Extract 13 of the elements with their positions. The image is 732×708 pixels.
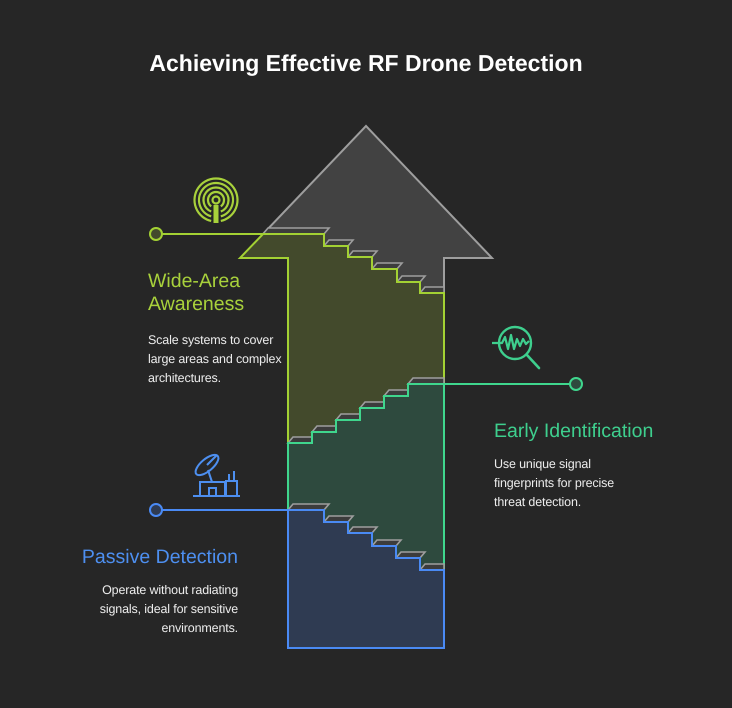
callout-heading: Passive Detection <box>80 546 238 569</box>
callout-description: Operate without radiating signals, ideal for sensitive environments. <box>98 582 238 637</box>
leader-line <box>149 503 288 517</box>
leader-line <box>444 377 583 391</box>
callout-description: Scale systems to cover large areas and complex architectures. <box>148 332 282 387</box>
callout-heading: Early Identification <box>494 420 654 443</box>
arrow-tip <box>261 124 494 295</box>
callout-heading: Wide-Area Awareness <box>148 270 246 316</box>
callout-description: Use unique signal fingerprints for precise threat detection. <box>494 456 616 511</box>
leader-line <box>149 227 263 241</box>
arrow-segment <box>286 508 446 650</box>
arrow-segment <box>286 382 446 572</box>
title: Achieving Effective RF Drone Detection <box>149 49 583 78</box>
